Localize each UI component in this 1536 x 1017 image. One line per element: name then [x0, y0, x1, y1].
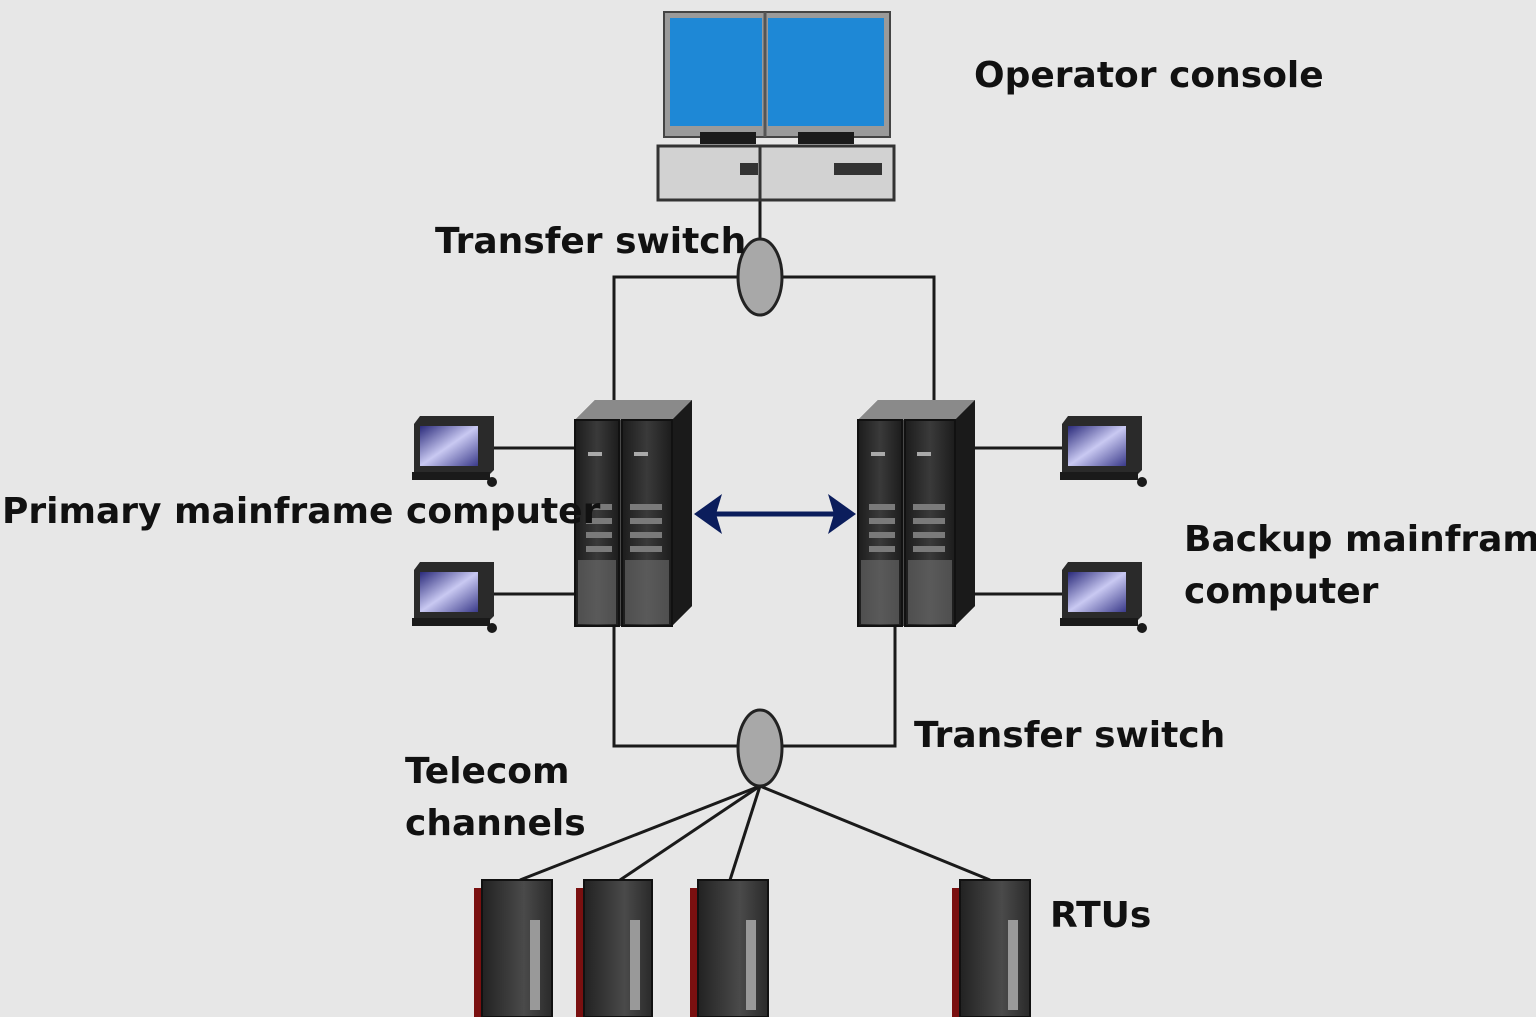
primary-mainframe-label: Primary mainframe computer — [2, 491, 601, 532]
primary-terminal-top-icon — [412, 416, 497, 487]
bidirectional-arrow-icon — [694, 494, 856, 534]
rtu-cabinet-icon-3 — [690, 879, 769, 1017]
telecom-channels-label-line1: Telecom — [405, 751, 570, 792]
top-switch-to-backup-line — [780, 275, 936, 400]
rtu-cabinet-icon-2 — [576, 879, 653, 1017]
right-monitor-screen — [768, 18, 884, 126]
operator-console-label: Operator console — [974, 55, 1324, 96]
backup-terminal-top-icon — [1060, 416, 1147, 487]
left-monitor-screen — [670, 18, 762, 126]
telecom-channel-3 — [728, 785, 762, 881]
console-base-icon — [656, 144, 896, 202]
bottom-transfer-switch-label: Transfer switch — [914, 715, 1226, 756]
backup-mainframe-label: Backup mainframe computer — [1184, 514, 1536, 618]
backup-to-bottom-switch-line — [780, 624, 897, 748]
top-switch-to-primary-line — [612, 275, 740, 400]
rtu-cabinet-icon-1 — [474, 879, 553, 1017]
primary-server-rack-icon — [574, 400, 692, 627]
telecom-channel-2 — [619, 784, 761, 882]
telecom-channel-1 — [519, 784, 761, 882]
backup-mainframe-label-line1: Backup mainframe — [1184, 519, 1536, 560]
operator-console-icon — [656, 11, 896, 202]
primary-to-bottom-switch-line — [612, 624, 740, 748]
backup-mainframe-label-line2: computer — [1184, 571, 1379, 613]
backup-server-rack-icon — [857, 400, 975, 627]
telecom-channels-label-line2: channels — [405, 803, 586, 845]
primary-terminal-bottom-icon — [412, 562, 497, 633]
telecom-channel-4 — [759, 784, 991, 882]
top-transfer-switch-node — [736, 237, 784, 317]
backup-terminal-bottom-icon — [1060, 562, 1147, 633]
bottom-transfer-switch-node — [736, 708, 784, 788]
rtus-label: RTUs — [1050, 895, 1152, 936]
top-transfer-switch-label: Transfer switch — [435, 221, 747, 262]
rtu-cabinet-icon-4 — [952, 879, 1031, 1017]
telecom-channels-label: Telecom channels — [405, 746, 586, 850]
connection-lines — [492, 200, 1062, 882]
